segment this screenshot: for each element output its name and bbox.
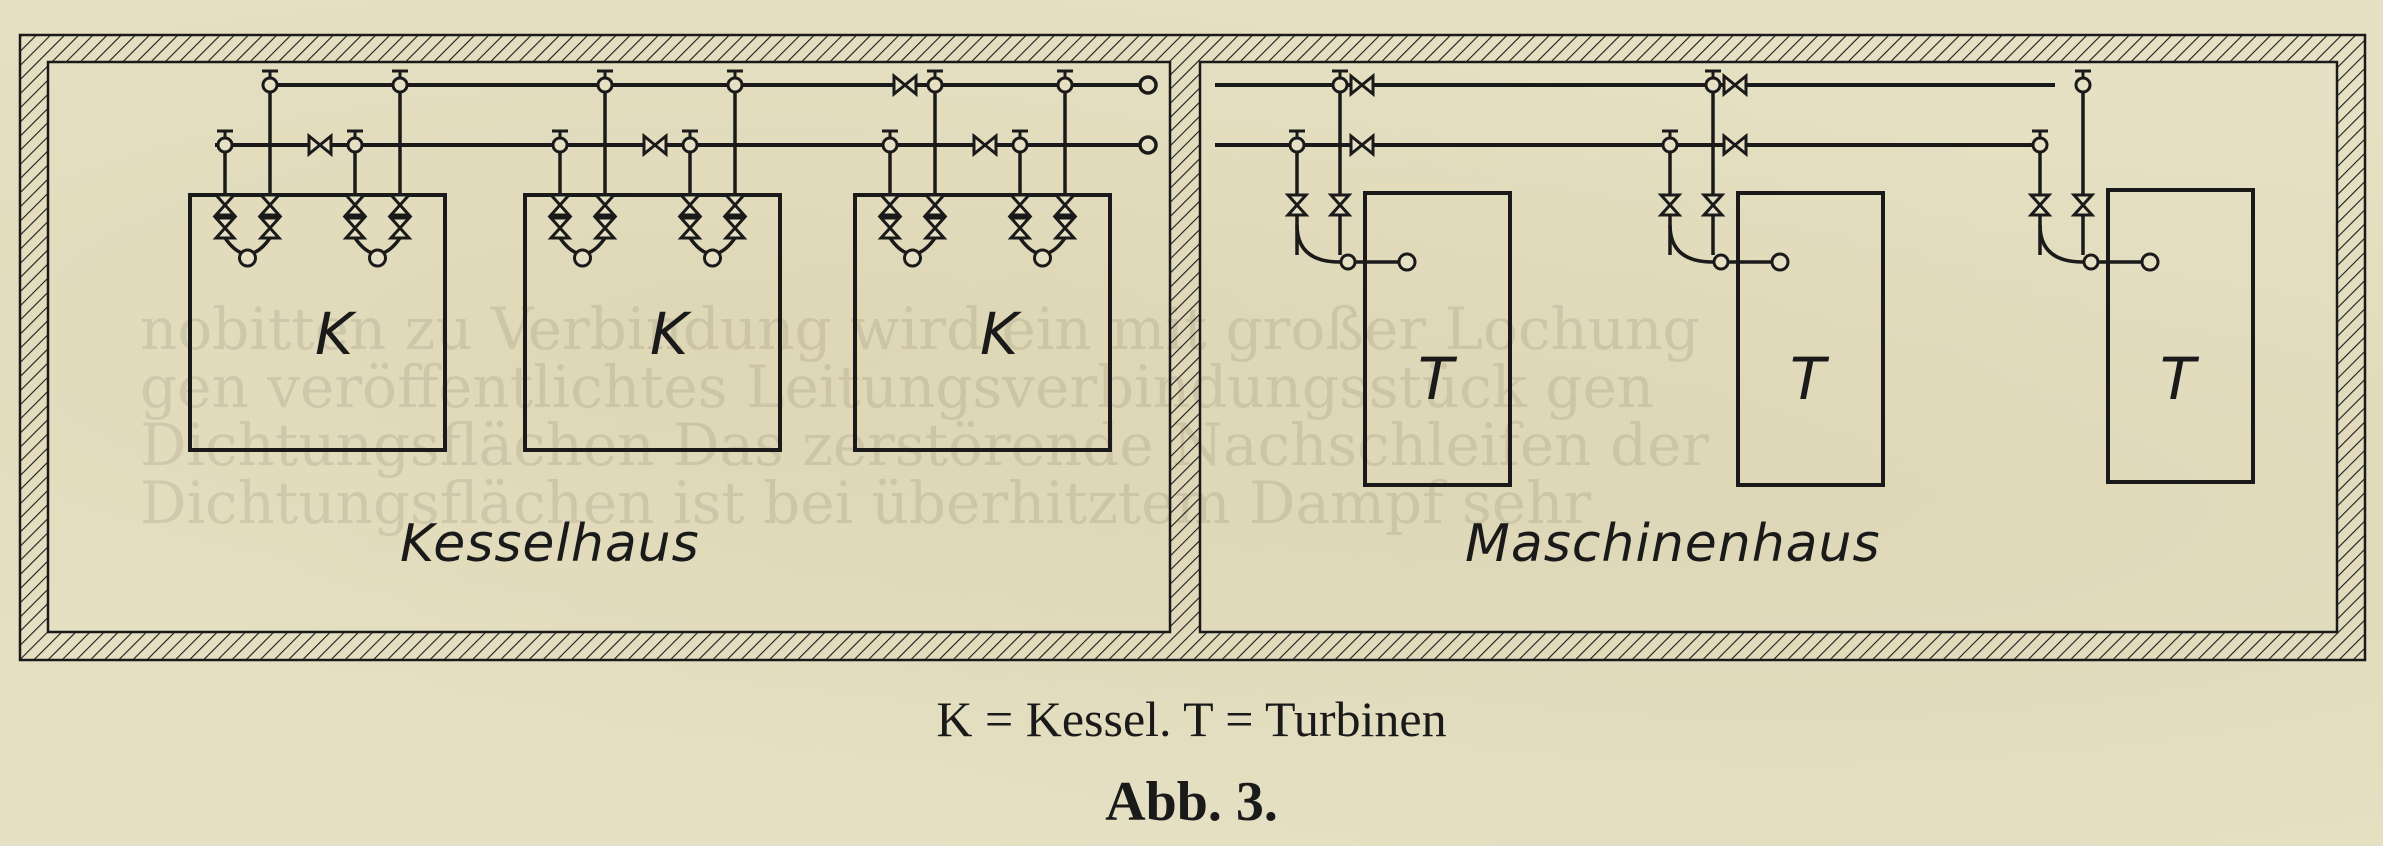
gate-valve-icon	[261, 76, 279, 94]
boiler-box	[523, 193, 782, 452]
valve-icon	[722, 216, 748, 240]
valve-icon	[307, 132, 333, 158]
valve-icon	[922, 216, 948, 240]
boiler-label: K	[980, 300, 1019, 368]
gate-valve-icon	[881, 136, 899, 154]
valve-icon	[592, 193, 618, 217]
valve-icon	[2027, 193, 2053, 217]
valve-icon	[547, 216, 573, 240]
valve-icon	[1284, 193, 1310, 217]
boiler	[853, 69, 1112, 452]
gate-valve-icon	[1331, 76, 1349, 94]
boiler-box	[853, 193, 1112, 452]
gate-valve-icon	[1661, 136, 1679, 154]
gate-valve-icon	[926, 76, 944, 94]
valve-icon	[677, 216, 703, 240]
turbine-group	[1284, 69, 2255, 487]
valve-icon	[387, 216, 413, 240]
valve-icon	[922, 193, 948, 217]
valve-icon	[677, 193, 703, 217]
turbine-label: T	[1790, 345, 1826, 413]
valve-icon	[1722, 72, 1748, 98]
valve-icon	[722, 193, 748, 217]
gate-valve-icon	[2074, 76, 2092, 94]
valve-icon	[257, 193, 283, 217]
building-walls	[18, 33, 2367, 662]
turbine-label: T	[1418, 345, 1454, 413]
gate-valve-icon	[2031, 136, 2049, 154]
valve-icon	[1700, 193, 1726, 217]
valve-icon	[1657, 193, 1683, 217]
valve-icon	[877, 193, 903, 217]
boiler-label: K	[650, 300, 689, 368]
gate-valve-icon	[1056, 76, 1074, 94]
valve-icon	[892, 72, 918, 98]
valve-icon	[547, 193, 573, 217]
turbine-label: T	[2160, 345, 2196, 413]
valve-icon	[2070, 193, 2096, 217]
legend: K = Kessel. T = Turbinen	[936, 691, 1447, 747]
valve-icon	[1349, 132, 1375, 158]
valve-icon	[1007, 193, 1033, 217]
gate-valve-icon	[346, 136, 364, 154]
boiler	[188, 69, 447, 452]
room-label-boiler-house: Kesselhaus	[400, 514, 700, 574]
valve-icon	[212, 193, 238, 217]
valve-icon	[342, 216, 368, 240]
valve-icon	[1349, 72, 1375, 98]
gate-valve-icon	[1288, 136, 1306, 154]
gate-valve-icon	[681, 136, 699, 154]
gate-valve-icon	[391, 76, 409, 94]
gate-valve-icon	[551, 136, 569, 154]
turbine	[1284, 69, 1512, 487]
steam-mains	[215, 83, 2055, 147]
valve-icon	[387, 193, 413, 217]
gate-valve-icon	[726, 76, 744, 94]
boiler-group	[188, 69, 1112, 452]
room-label-engine-house: Maschinenhaus	[1465, 514, 1881, 574]
valve-icon	[342, 193, 368, 217]
valve-icon	[592, 216, 618, 240]
valve-icon	[972, 132, 998, 158]
valve-icon	[1052, 216, 1078, 240]
valve-icon	[1327, 193, 1353, 217]
boiler	[523, 69, 782, 452]
gate-valve-icon	[596, 76, 614, 94]
valve-icon	[212, 216, 238, 240]
boiler-box	[188, 193, 447, 452]
valve-icon	[642, 132, 668, 158]
turbine-box	[1736, 191, 1885, 487]
turbine-box	[2106, 188, 2255, 484]
valve-icon	[1052, 193, 1078, 217]
gate-valve-icon	[216, 136, 234, 154]
valve-icon	[257, 216, 283, 240]
valve-icon	[1722, 132, 1748, 158]
figure-caption: Abb. 3.	[1105, 771, 1278, 833]
gate-valve-icon	[1704, 76, 1722, 94]
gate-valve-icon	[1011, 136, 1029, 154]
turbine	[1657, 69, 1885, 487]
turbine-box	[1363, 191, 1512, 487]
valve-icon	[877, 216, 903, 240]
valve-icon	[1007, 216, 1033, 240]
turbine	[2027, 69, 2255, 484]
boiler-label: K	[315, 300, 354, 368]
wall-crossings	[1138, 75, 1158, 155]
